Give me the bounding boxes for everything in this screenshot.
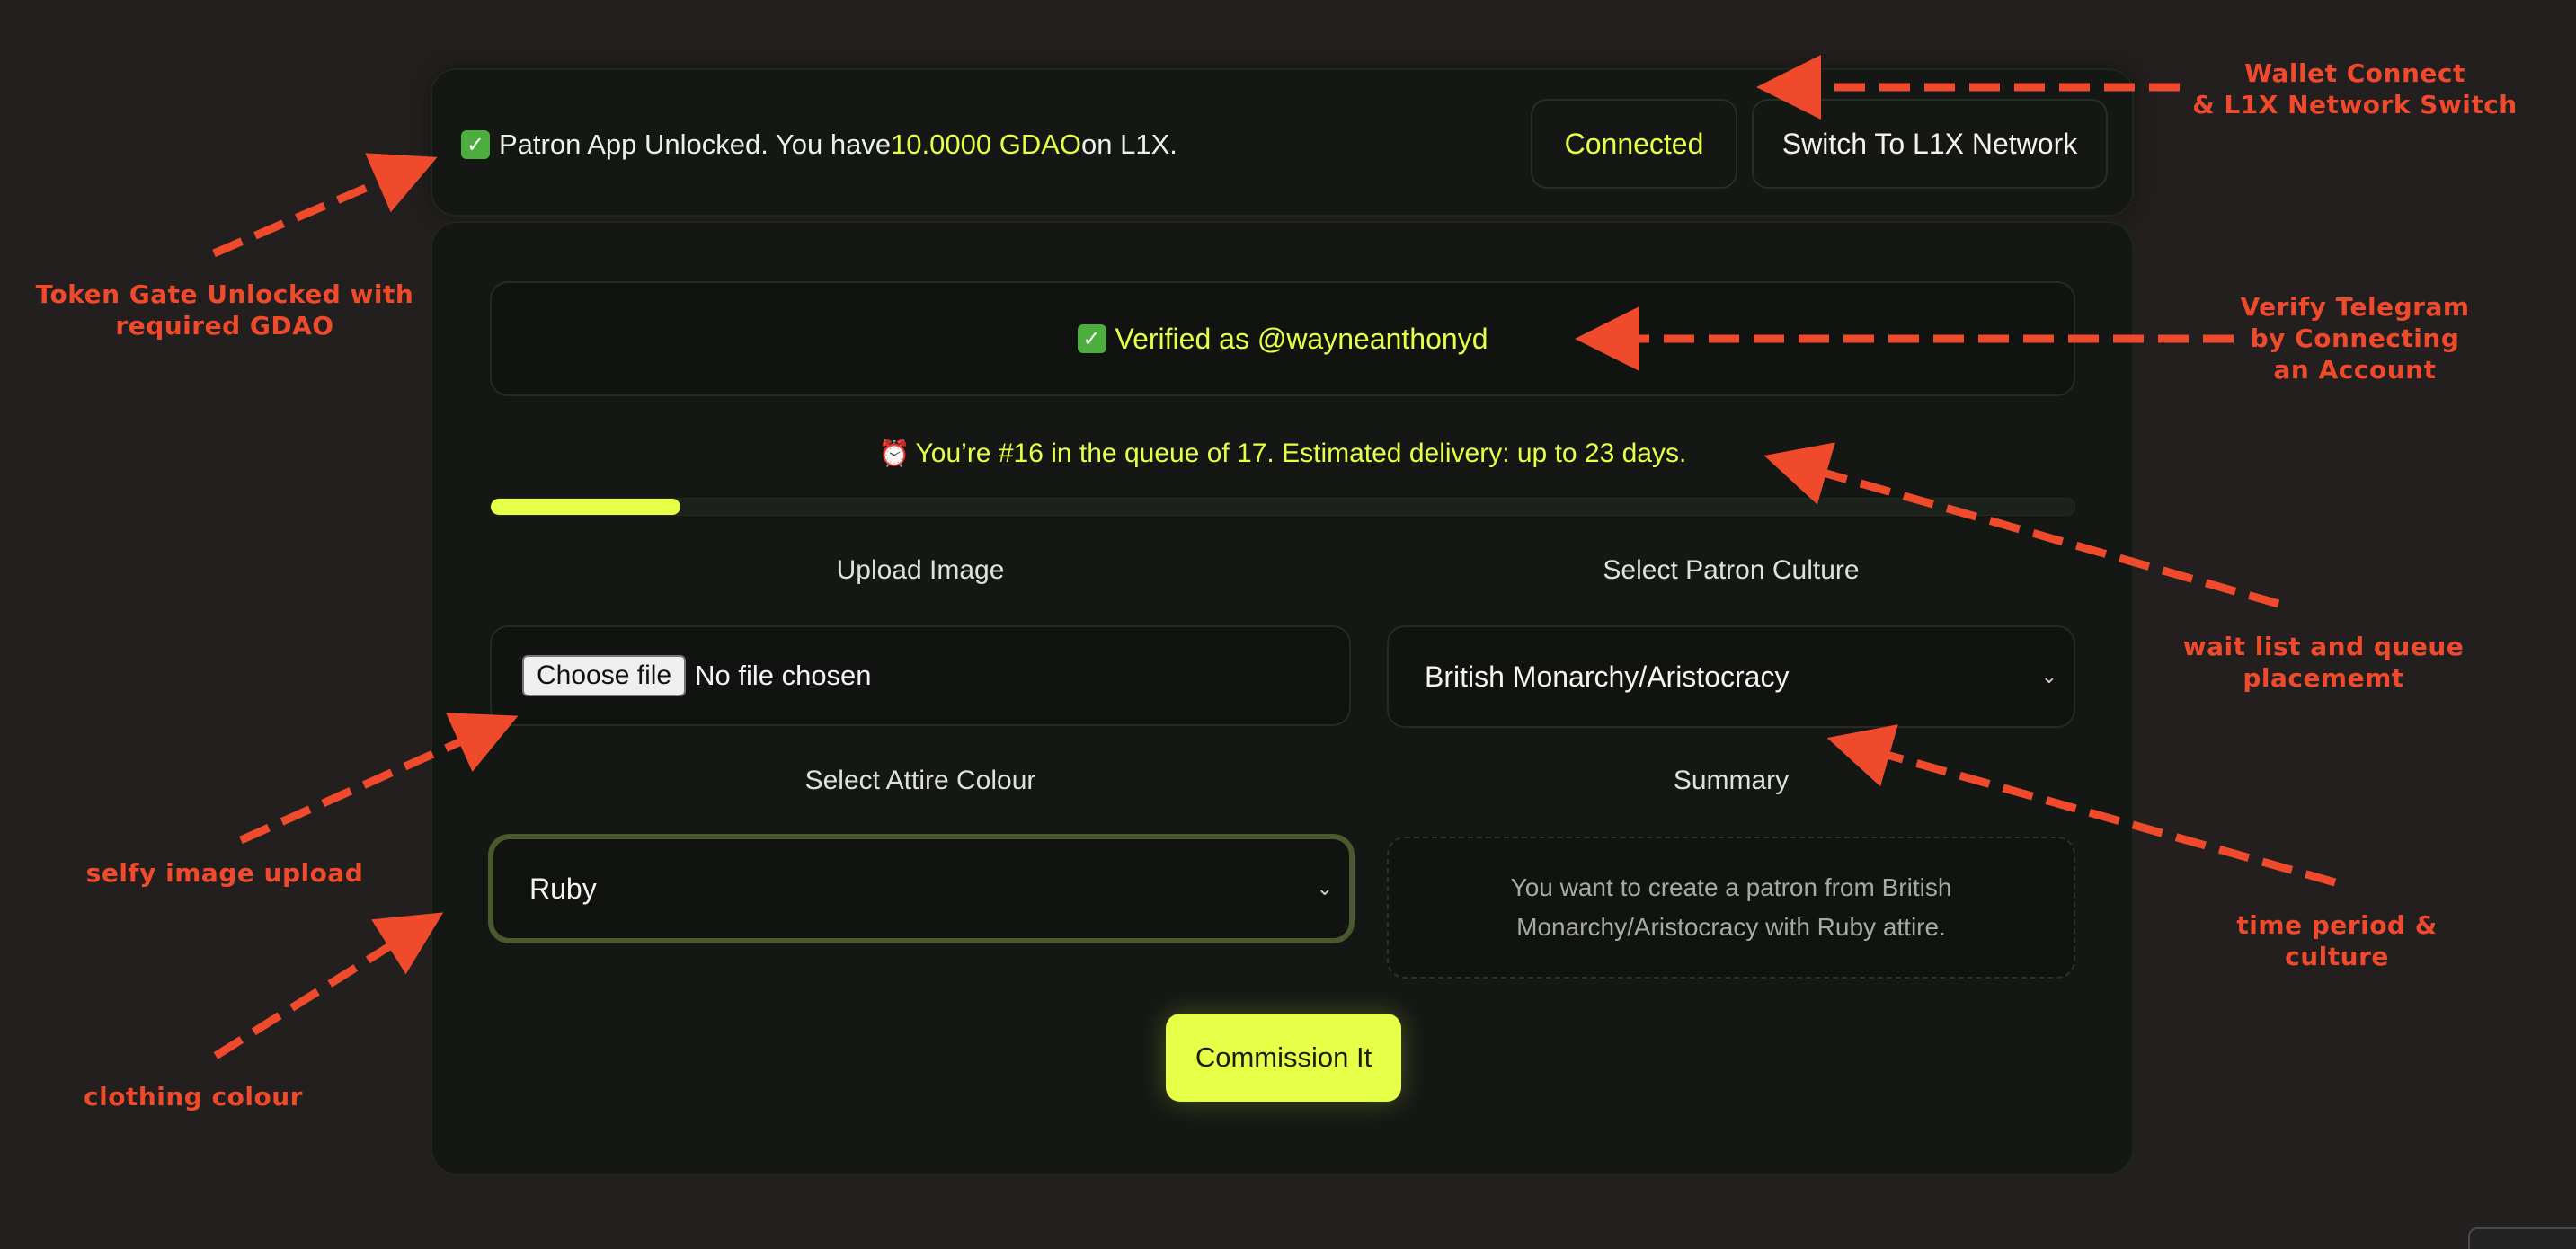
upload-arrow	[239, 713, 519, 845]
chevron-down-icon: ⌄	[2040, 665, 2057, 688]
annotation-selfy: selfy image upload	[85, 858, 364, 888]
choose-file-button[interactable]: Choose file	[522, 655, 687, 696]
queue-text: You’re #16 in the queue of 17. Estimated…	[915, 438, 1687, 468]
gdao-balance: 10.0000 GDAO	[891, 128, 1082, 160]
queue-progress-bar	[490, 498, 2075, 516]
corner-widget	[2468, 1227, 2576, 1249]
annotation-waitlist: wait list and queue placememt	[2182, 632, 2465, 693]
commission-button[interactable]: Commission It	[1166, 1014, 1401, 1102]
token-gate-arrow	[212, 153, 438, 258]
image-upload-field[interactable]: Choose file No file chosen	[490, 625, 1351, 726]
telegram-verified-text: Verified as @wayneanthonyd	[1115, 322, 1488, 355]
clock-icon: ⏰	[878, 438, 910, 468]
wallet-connected-button[interactable]: Connected	[1531, 99, 1737, 189]
culture-arrow	[1826, 724, 2337, 887]
unlock-prefix: Patron App Unlocked. You have	[499, 128, 892, 160]
attire-colour-value: Ruby	[529, 872, 597, 905]
summary-label: Summary	[1673, 766, 1790, 795]
check-icon: ✓	[1077, 324, 1106, 353]
queue-arrow	[1763, 442, 2280, 608]
summary-box: You want to create a patron from British…	[1387, 837, 2075, 979]
annotation-telegram: Verify Telegram by Connecting an Account	[2240, 292, 2470, 385]
annotation-time-period: time period & culture	[2236, 910, 2438, 971]
queue-progress-fill	[491, 499, 681, 515]
attire-colour-select[interactable]: Ruby ⌄	[488, 834, 1355, 943]
patron-culture-label: Select Patron Culture	[1603, 555, 1860, 585]
annotation-clothing: clothing colour	[84, 1082, 303, 1112]
token-gate-status: ✓ Patron App Unlocked. You have 10.0000 …	[461, 70, 1177, 218]
annotation-wallet: Wallet Connect & L1X Network Switch	[2192, 58, 2518, 120]
attire-arrow	[213, 912, 444, 1059]
chevron-down-icon: ⌄	[1316, 877, 1333, 900]
unlock-suffix: on L1X.	[1081, 128, 1177, 160]
summary-text: You want to create a patron from British…	[1510, 873, 1952, 941]
attire-colour-label: Select Attire Colour	[804, 766, 1036, 795]
top-bar: ✓ Patron App Unlocked. You have 10.0000 …	[431, 68, 2134, 217]
patron-form-card: ✓ Verified as @wayneanthonyd ⏰You’re #16…	[431, 221, 2134, 1175]
queue-status: ⏰You’re #16 in the queue of 17. Estimate…	[490, 438, 2075, 469]
patron-culture-select[interactable]: British Monarchy/Aristocracy ⌄	[1387, 625, 2075, 728]
patron-culture-value: British Monarchy/Aristocracy	[1425, 660, 1790, 693]
file-status: No file chosen	[695, 660, 872, 691]
check-icon: ✓	[461, 129, 490, 159]
annotation-token-gate: Token Gate Unlocked with required GDAO	[35, 279, 414, 341]
upload-image-label: Upload Image	[836, 555, 1005, 585]
